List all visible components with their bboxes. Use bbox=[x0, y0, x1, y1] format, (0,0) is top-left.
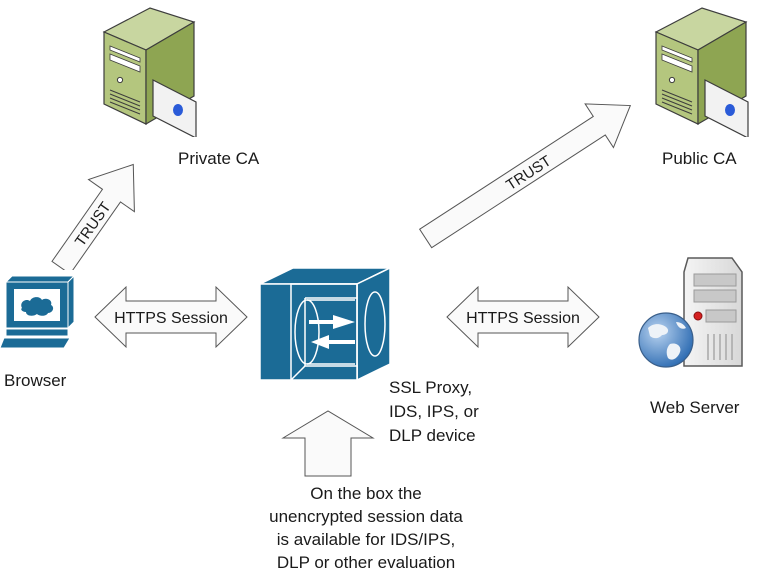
note-line: DLP or other evaluation bbox=[276, 553, 456, 572]
note-line: unencrypted session data bbox=[269, 507, 463, 526]
public-ca-label: Public CA bbox=[662, 149, 737, 168]
private-ca-label: Private CA bbox=[178, 149, 260, 168]
https-session-label-left: HTTPS Session bbox=[114, 310, 228, 327]
trust-arrow-private: TRUST bbox=[51, 163, 135, 270]
ssl-proxy-device-icon bbox=[259, 266, 391, 382]
browser-workstation-icon bbox=[0, 274, 76, 349]
proxy-label: SSL Proxy, IDS, IPS, or DLP device bbox=[389, 376, 479, 448]
proxy-label-line: SSL Proxy, bbox=[389, 378, 473, 397]
private-ca-server-icon bbox=[102, 7, 197, 137]
https-session-label-right: HTTPS Session bbox=[466, 310, 580, 327]
proxy-label-line: DLP device bbox=[389, 426, 476, 445]
inspection-note: On the box the unencrypted session data … bbox=[228, 482, 504, 574]
web-server-label: Web Server bbox=[650, 398, 740, 417]
proxy-label-line: IDS, IPS, or bbox=[389, 402, 479, 421]
browser-label: Browser bbox=[4, 371, 67, 390]
https-session-arrow-right: HTTPS Session bbox=[446, 285, 600, 349]
public-ca-server-icon bbox=[654, 7, 749, 137]
web-server-globe-icon bbox=[638, 257, 743, 368]
https-session-arrow-left: HTTPS Session bbox=[94, 285, 248, 349]
inspection-up-arrow bbox=[281, 410, 375, 477]
trust-arrow-public: TRUST bbox=[418, 103, 632, 249]
note-line: On the box the bbox=[310, 484, 422, 503]
note-line: is available for IDS/IPS, bbox=[276, 530, 456, 549]
